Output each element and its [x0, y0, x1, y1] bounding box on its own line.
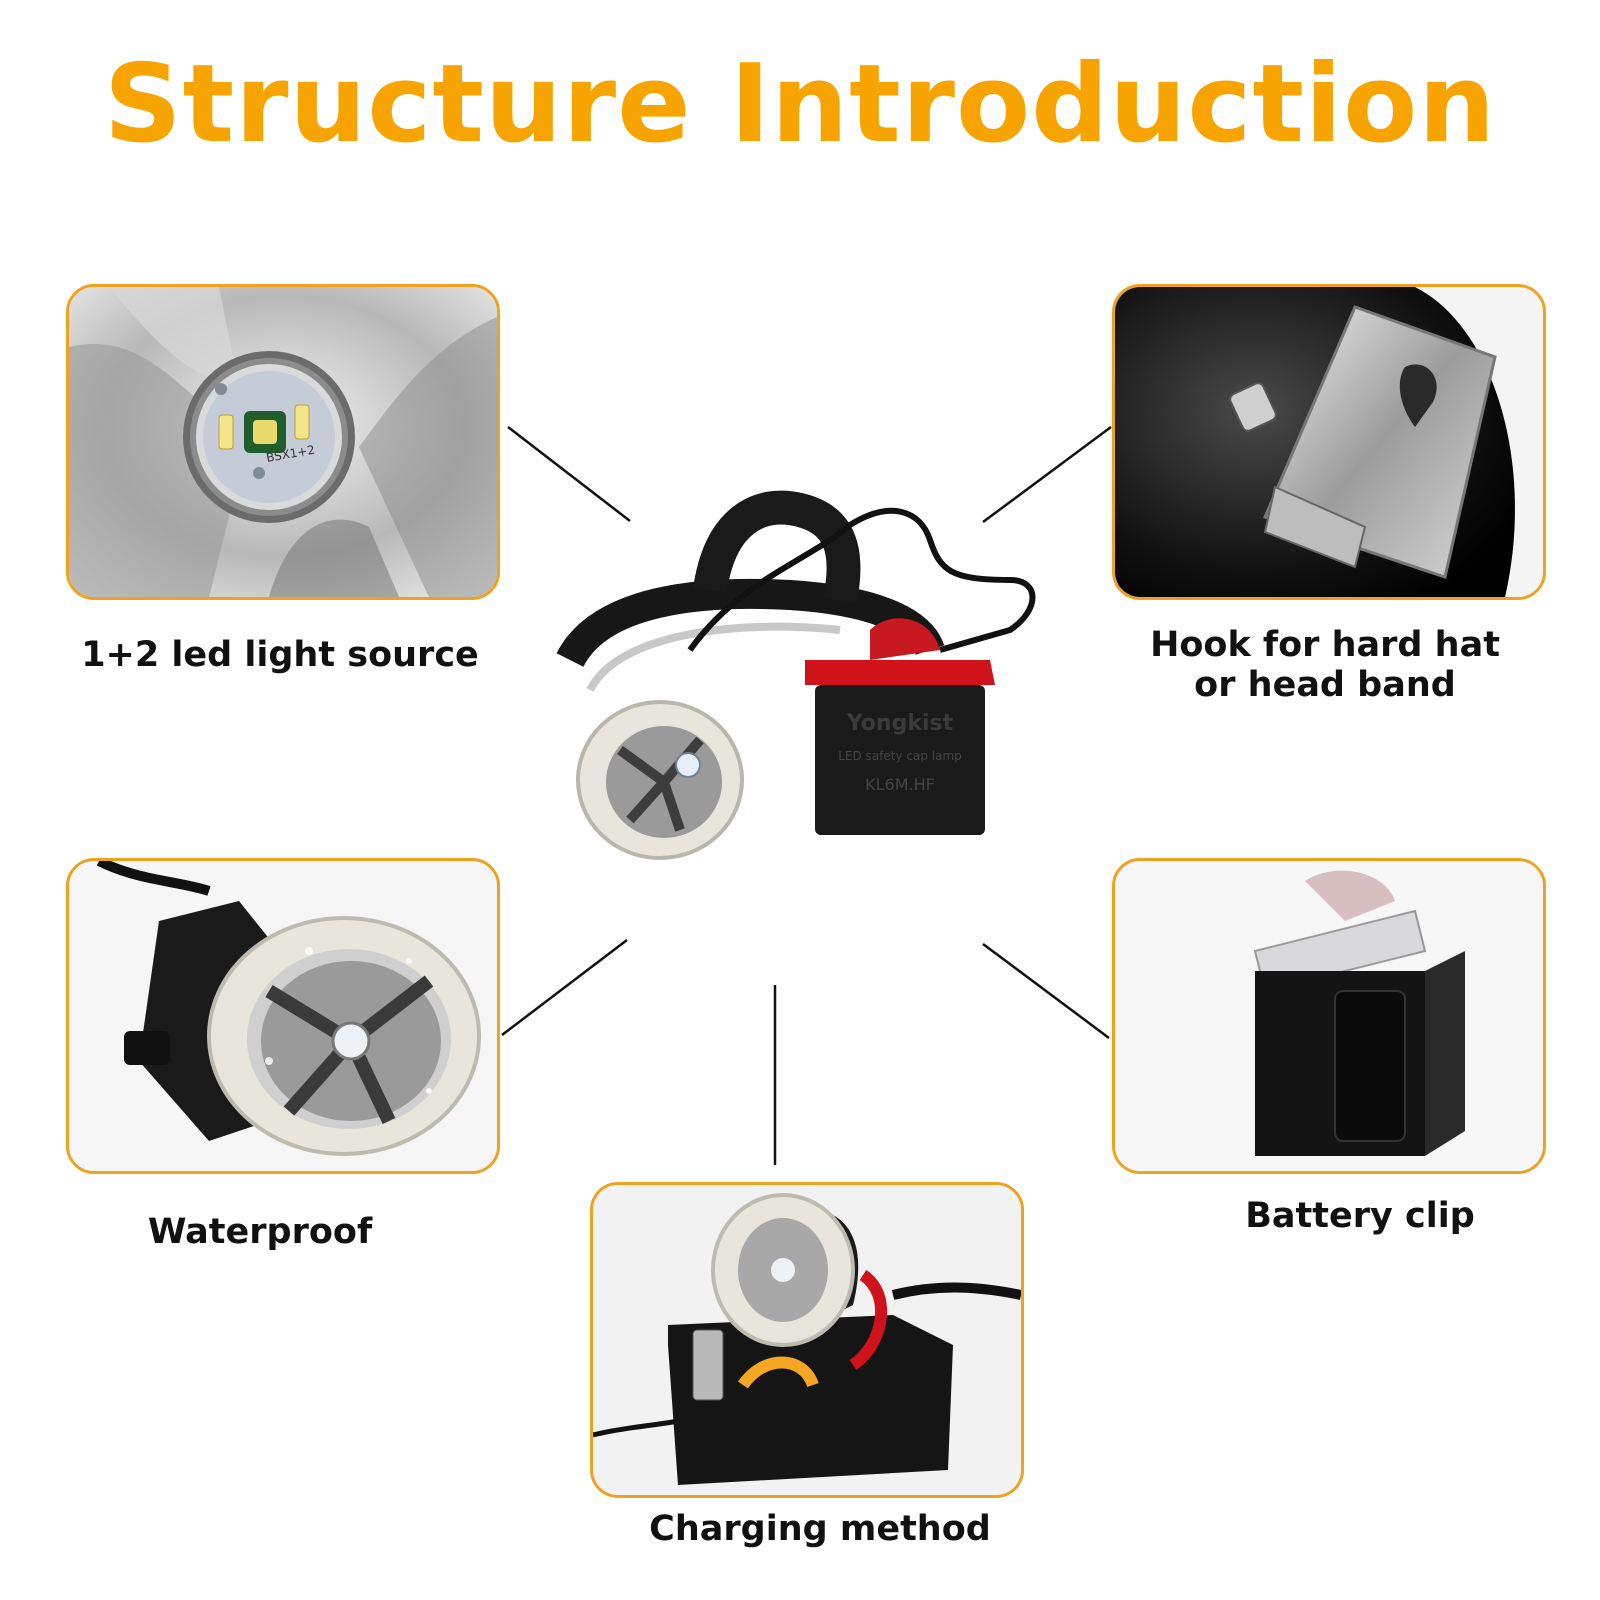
charging-panel: [590, 1182, 1024, 1498]
battery-clip-icon: [1115, 861, 1543, 1171]
waterproof-lamp-icon: [69, 861, 497, 1171]
connector-battery: [982, 942, 1110, 1040]
led-chip-icon: BSX1+2: [69, 287, 497, 597]
connector-waterproof: [501, 939, 628, 1036]
hook-caption-line1: Hook for hard hat: [1150, 625, 1500, 665]
lamp-head: [576, 700, 744, 860]
led-caption: 1+2 led light source: [81, 635, 479, 675]
waterproof-caption: Waterproof: [147, 1212, 373, 1252]
charging-caption: Charging method: [649, 1509, 991, 1549]
battery-box: Yongkist LED safety cap lamp KL6M.HF: [805, 618, 995, 835]
charger-icon: [593, 1185, 1021, 1495]
battery-clip-caption: Battery clip: [1245, 1196, 1475, 1236]
hook-caption-line2: or head band: [1194, 665, 1456, 705]
subtitle-label: LED safety cap lamp: [838, 749, 962, 763]
battery-clip-panel: [1112, 858, 1546, 1174]
waterproof-panel: [66, 858, 500, 1174]
cable: [687, 507, 1036, 653]
product-image: Yongkist LED safety cap lamp KL6M.HF: [540, 480, 1060, 950]
hook-panel: [1112, 284, 1546, 600]
hook-clip-icon: [1115, 287, 1543, 597]
page-title: Structure Introduction: [103, 42, 1497, 167]
model-label: KL6M.HF: [865, 775, 935, 794]
brand-label: Yongkist: [846, 711, 954, 736]
led-light-panel: BSX1+2: [66, 284, 500, 600]
